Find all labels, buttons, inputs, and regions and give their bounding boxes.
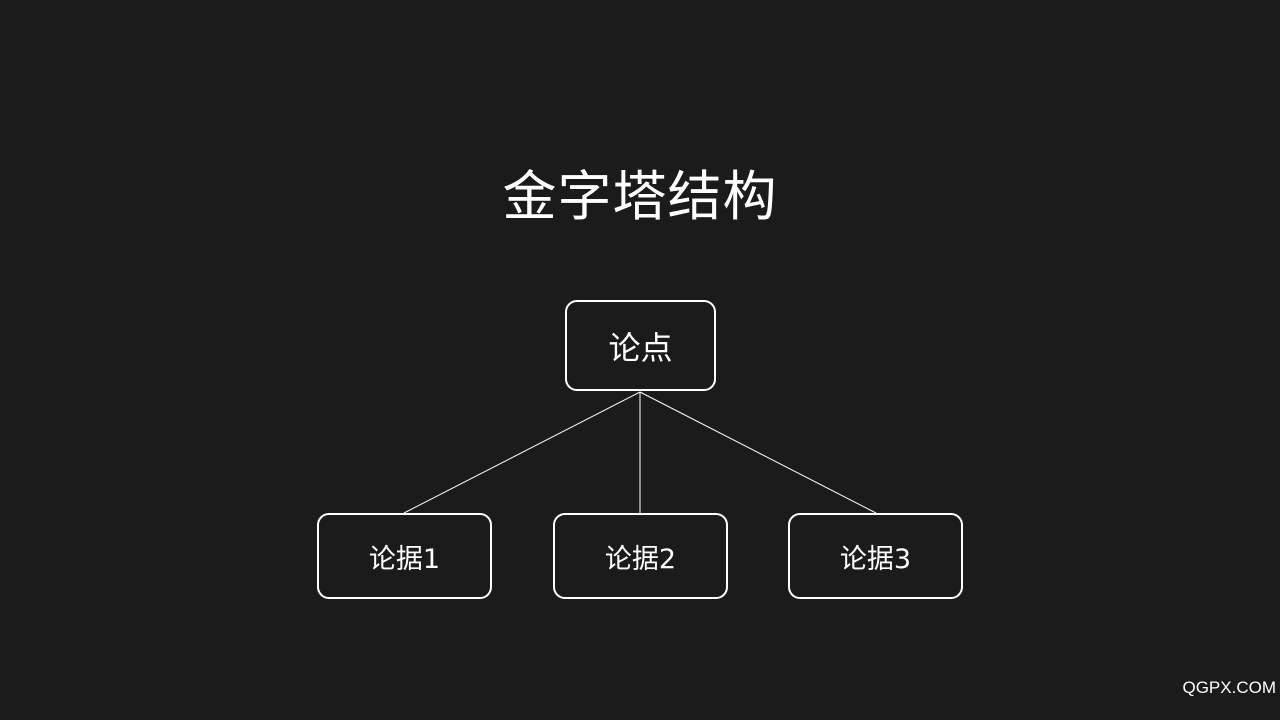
connector-line-3	[639, 391, 877, 514]
child-node-box-1: 论据1	[317, 513, 492, 599]
child-node-box-3: 论据3	[788, 513, 963, 599]
child-node-box-2: 论据2	[553, 513, 728, 599]
child-node-label-3: 论据3	[839, 543, 912, 575]
connector-line-1	[403, 391, 641, 514]
child-node-label-2: 论据2	[604, 543, 677, 575]
watermark-text: QGPX.COM	[1182, 678, 1276, 697]
root-node-box: 论点	[565, 300, 716, 391]
diagram-title: 金字塔结构	[502, 165, 778, 228]
root-node-label: 论点	[608, 328, 673, 367]
child-node-label-1: 论据1	[368, 543, 441, 575]
